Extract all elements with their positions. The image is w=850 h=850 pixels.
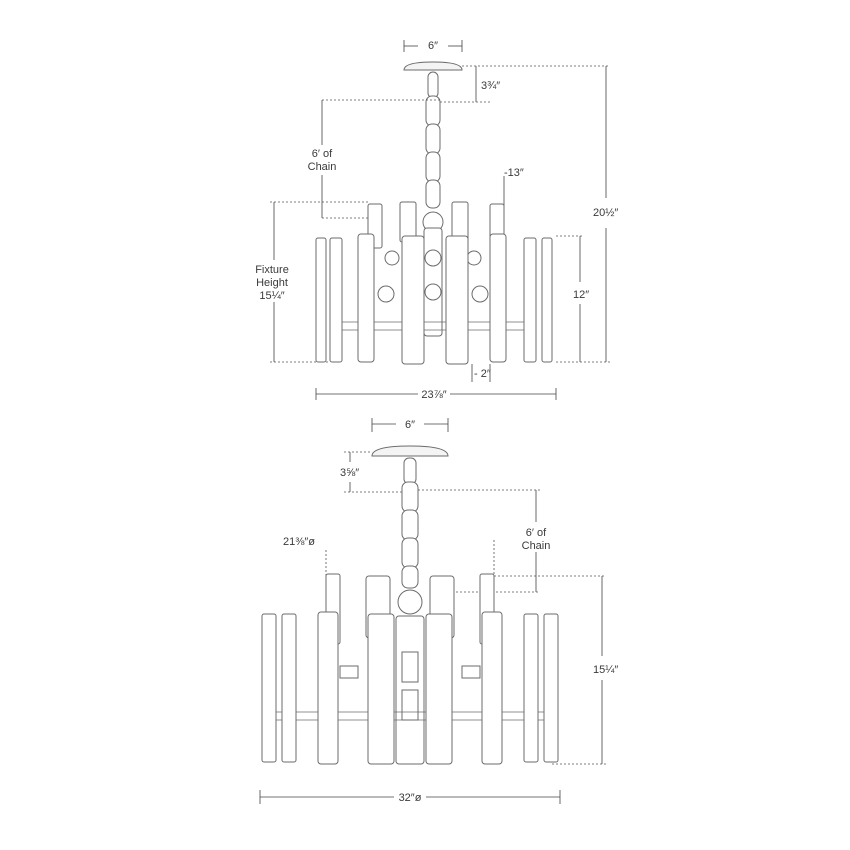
- top-width-label: 23⅞″: [421, 389, 446, 401]
- top-canopy-width-dimension: 6″: [403, 40, 463, 52]
- bottom-width-label: 32″ø: [399, 792, 422, 804]
- top-canopy-width-label: 6″: [428, 40, 438, 52]
- top-canopy-height-label: 3¾″: [481, 80, 500, 92]
- bottom-canopy: [371, 445, 449, 457]
- top-offset-label: -13″: [504, 167, 524, 179]
- bottom-chandelier-view: 6″ 3⅝″ 6′ of Chain 21⅜″ø: [259, 418, 618, 804]
- top-chain-label-line2: Chain: [308, 161, 337, 173]
- bottom-fixture-body: [261, 573, 559, 765]
- top-fixture-label-line2: Height: [256, 277, 288, 289]
- bottom-canopy-height-label: 3⅝″: [340, 467, 359, 479]
- top-bottom-offset-label: - 2″: [474, 368, 491, 380]
- top-fixture-label-line3: 15¼″: [259, 290, 284, 302]
- bottom-fixture-height-label: 15¼″: [593, 664, 618, 676]
- bottom-chain-label-line2: Chain: [522, 540, 551, 552]
- bottom-canopy-width-label: 6″: [405, 419, 415, 431]
- top-chandelier-view: 6″ 3¾″ 6′ of Chain -13″ 20½″: [255, 40, 618, 401]
- top-overall-height-label: 20½″: [593, 207, 618, 219]
- top-fixture-label-line1: Fixture: [255, 264, 289, 276]
- top-canopy: [403, 61, 463, 71]
- bottom-chain-label-line1: 6′ of: [526, 527, 547, 539]
- bottom-chain: [397, 457, 423, 615]
- top-fixture-body: [315, 201, 553, 365]
- top-chain-label-line1: 6′ of: [312, 148, 333, 160]
- top-body-height-label: 12″: [573, 289, 589, 301]
- top-chain: [422, 71, 444, 233]
- bottom-inner-diameter-label: 21⅜″ø: [283, 536, 315, 548]
